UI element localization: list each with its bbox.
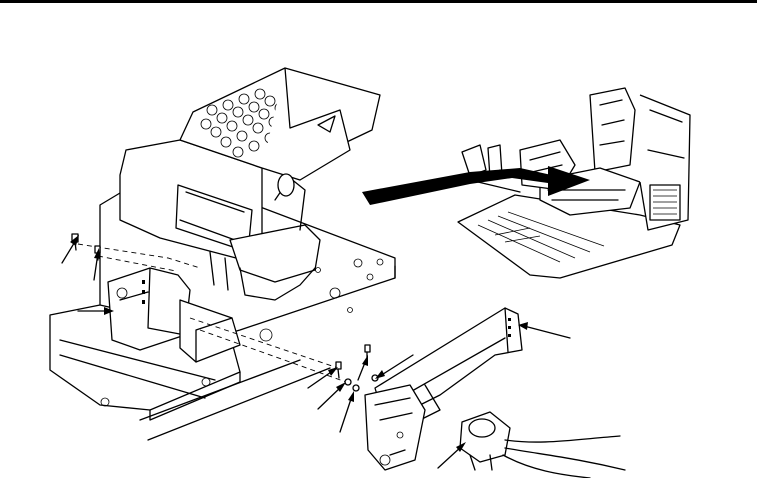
alignment-lines xyxy=(77,243,347,383)
callout-arrows xyxy=(61,235,571,469)
joystick-controller xyxy=(459,411,626,478)
operator-compartment-inset xyxy=(457,87,691,279)
fastener-set-lower xyxy=(335,344,379,392)
console-assembly xyxy=(49,67,396,441)
control-bracket xyxy=(364,307,523,471)
location-pointer-arrow xyxy=(362,166,590,205)
